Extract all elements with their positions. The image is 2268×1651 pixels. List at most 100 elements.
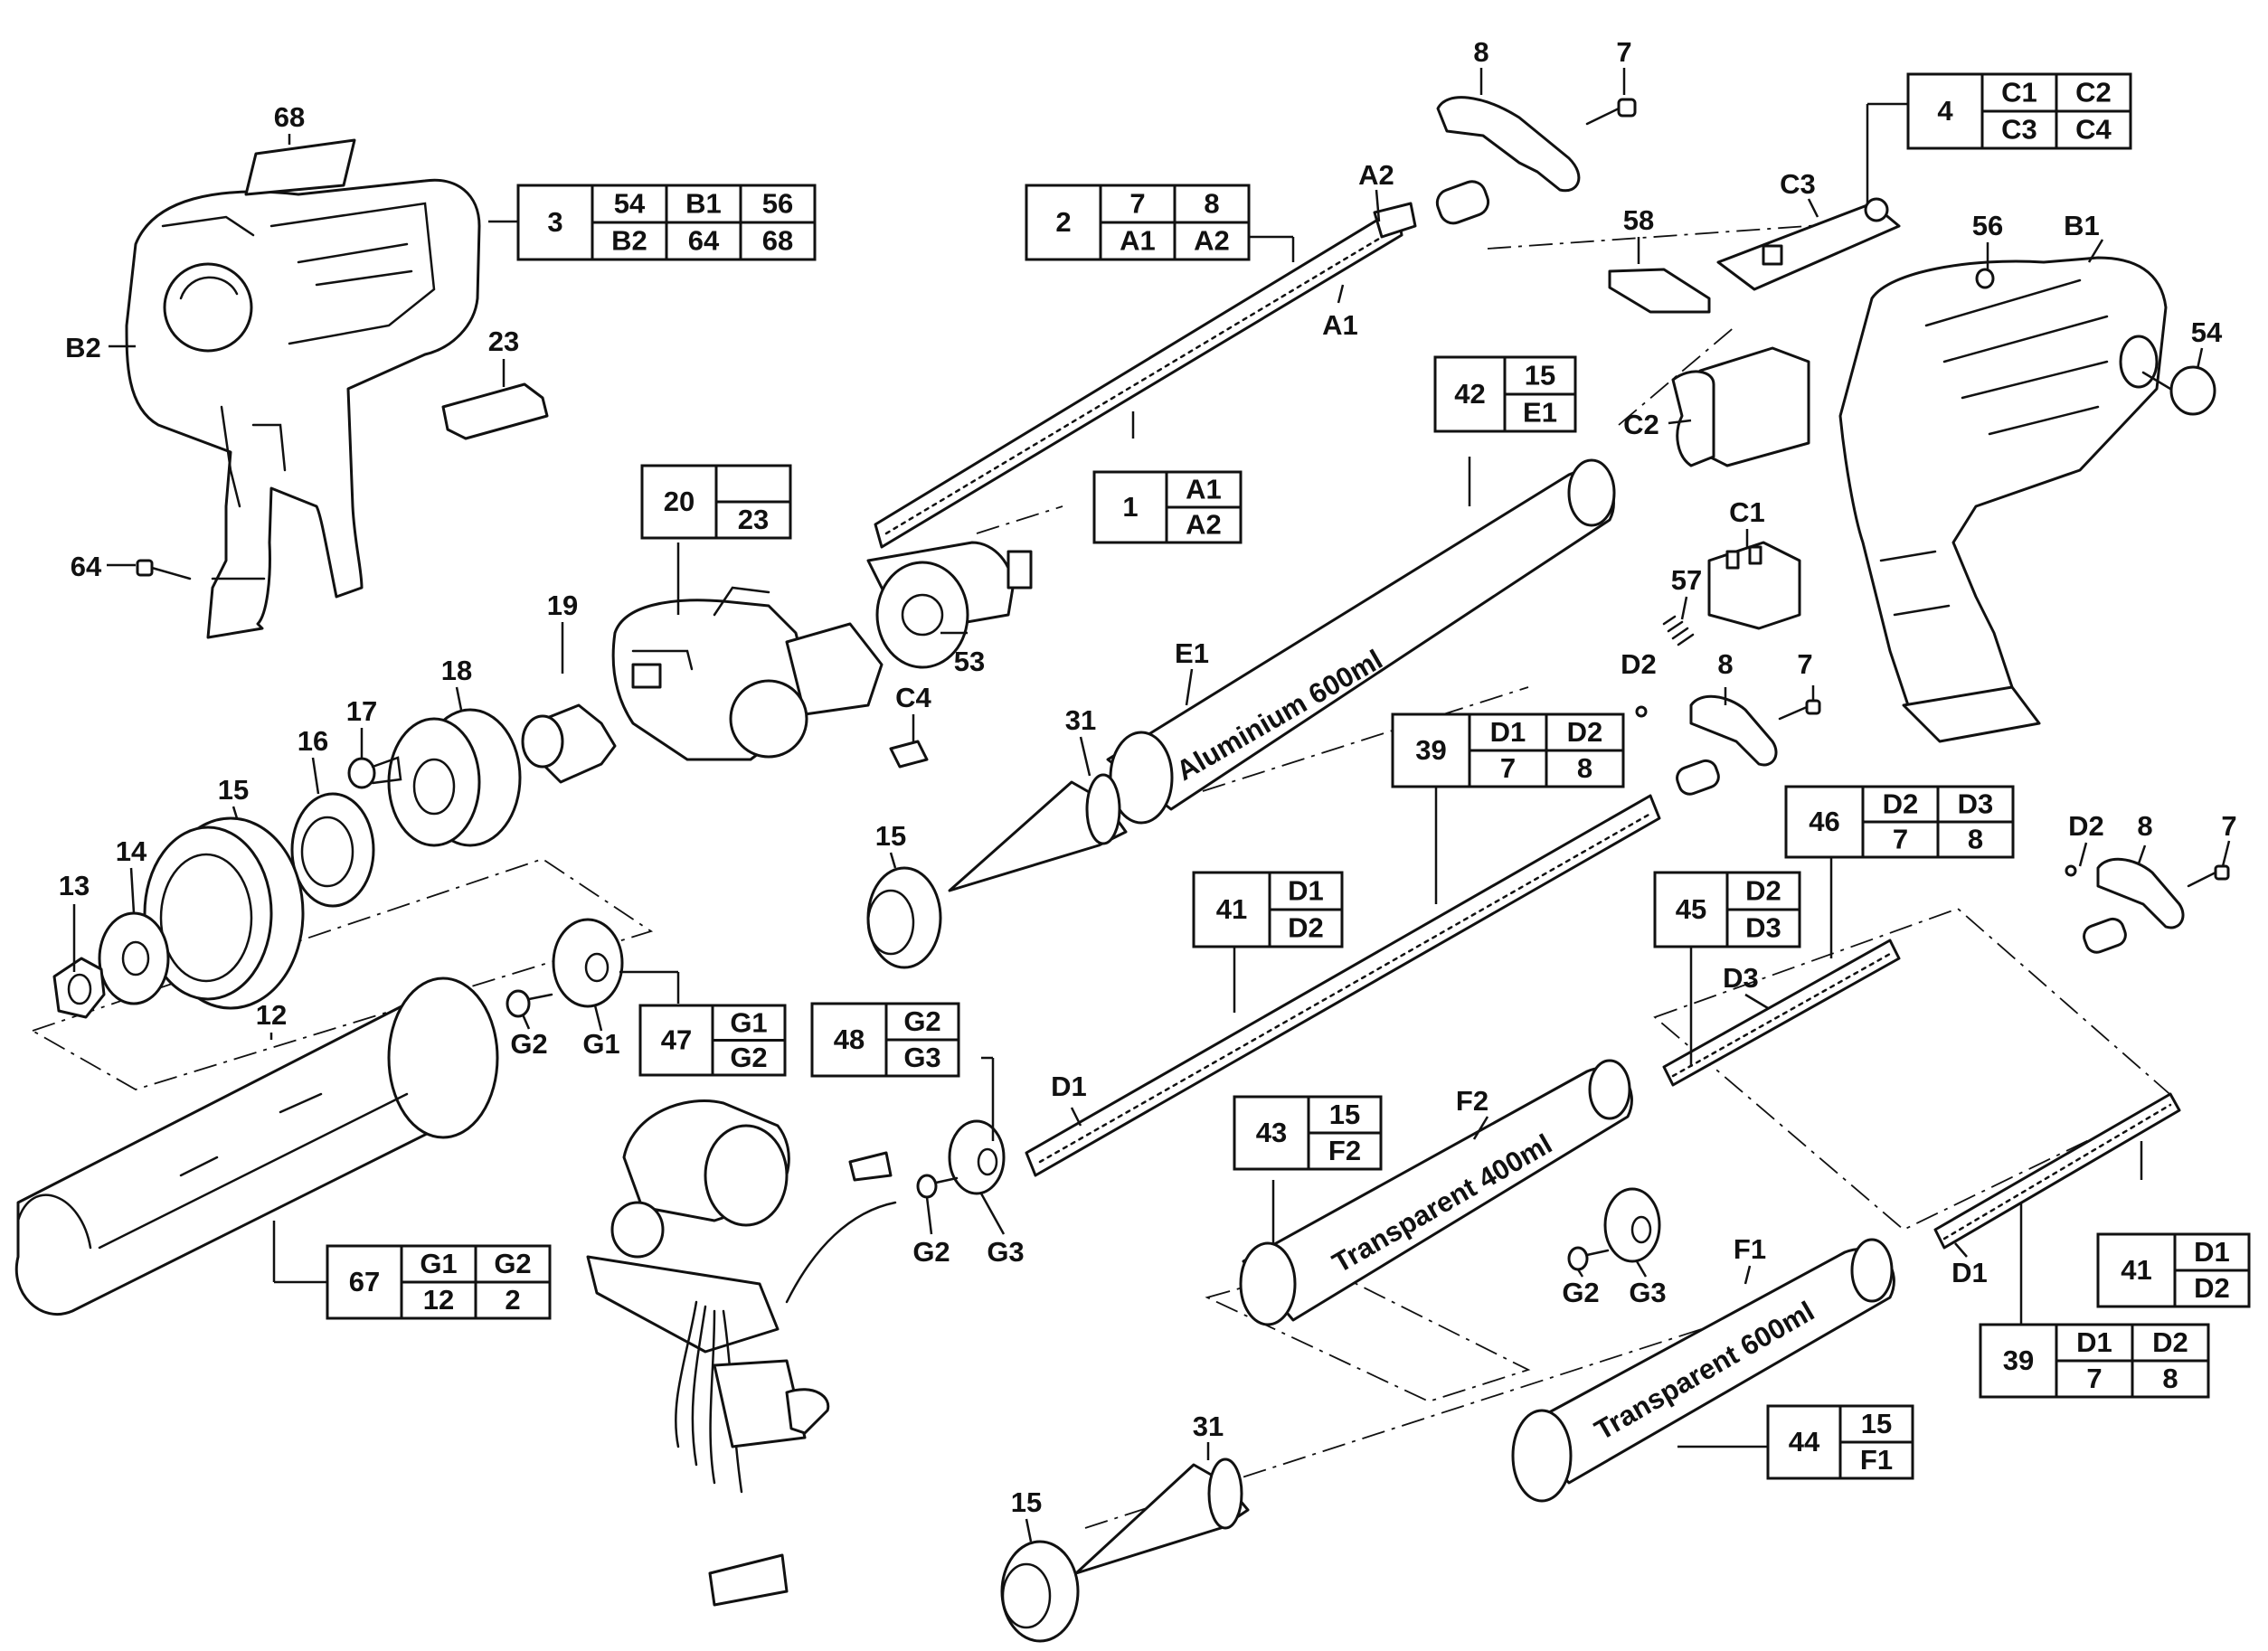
label-g3: G3 (1629, 1277, 1666, 1308)
label-31: 31 (1193, 1410, 1224, 1442)
callout-number: 42 (1454, 378, 1485, 410)
gearbox-20 (611, 586, 884, 761)
callout-cell: 23 (738, 504, 769, 535)
ring-18 (387, 708, 522, 847)
rack-d3 (1662, 939, 1901, 1087)
label-7: 7 (2221, 810, 2236, 842)
label-53: 53 (954, 646, 985, 677)
callout-cell: D3 (1958, 788, 1994, 820)
screw-7-mid (1778, 699, 1821, 721)
label-d1: D1 (1051, 1071, 1087, 1102)
bearing-16 (290, 792, 375, 908)
callout-cell: 54 (614, 188, 646, 220)
label-c2: C2 (1623, 409, 1659, 440)
callout-cell: D1 (2076, 1326, 2112, 1358)
ring-56 (1975, 268, 1995, 289)
label-c3: C3 (1780, 168, 1816, 200)
label-57: 57 (1671, 564, 1702, 596)
callout-number: 1 (1122, 491, 1138, 523)
label-8: 8 (1717, 648, 1733, 680)
plunger-g1 (552, 918, 624, 1008)
label-c4: C4 (895, 682, 931, 713)
handle-8-right (2083, 857, 2185, 954)
callout-cell: 68 (762, 225, 793, 257)
callout-cell: G1 (730, 1006, 767, 1038)
pin-d2-right (2065, 864, 2077, 877)
callout-number: 4 (1937, 95, 1953, 127)
callout-cell: F2 (1328, 1135, 1361, 1166)
handle-8-mid (1676, 694, 1778, 796)
callout-cell: B2 (611, 225, 647, 257)
spring-57 (1662, 615, 1695, 646)
callout-cell: 7 (2086, 1363, 2102, 1394)
pcb-c3 (1716, 197, 1901, 291)
screw-g2-lower (1567, 1246, 1610, 1271)
callout-cell: 7 (1129, 188, 1145, 220)
callout-cell: 64 (688, 225, 720, 257)
label-56: 56 (1972, 210, 2003, 241)
cap-15-large (143, 816, 305, 1010)
callout-cell: D2 (2194, 1272, 2230, 1304)
callout-cell: 7 (1500, 752, 1516, 784)
callout-cell: C1 (2001, 77, 2037, 108)
callout-cell: 8 (1204, 188, 1219, 220)
label-d2: D2 (1621, 648, 1657, 680)
label-7: 7 (1797, 648, 1812, 680)
label-64: 64 (71, 551, 102, 582)
rack-d1-right (1933, 1092, 2181, 1250)
label-58: 58 (1623, 204, 1654, 236)
adapter-19 (521, 703, 617, 784)
callout-number: 47 (661, 1024, 692, 1056)
label-18: 18 (441, 655, 472, 686)
callout-cell: G2 (903, 1005, 940, 1037)
callout-number: 41 (2121, 1254, 2151, 1286)
callout-cell: 15 (1861, 1408, 1892, 1439)
label-19: 19 (547, 590, 578, 621)
handle-8-top (1435, 96, 1581, 225)
callout-cell: 56 (762, 188, 793, 220)
label-17: 17 (346, 695, 377, 727)
label-plate-68 (244, 138, 356, 196)
switch-c2 (1671, 346, 1810, 467)
label-g3: G3 (987, 1236, 1024, 1268)
callout-number: 67 (349, 1266, 380, 1297)
callout-cell: D2 (1288, 912, 1324, 944)
label-g2: G2 (510, 1028, 547, 1060)
callout-number: 43 (1256, 1117, 1287, 1148)
label-13: 13 (59, 870, 90, 901)
label-d1: D1 (1951, 1257, 1988, 1288)
label-d2: D2 (2068, 810, 2104, 842)
screw-7-right (2187, 864, 2230, 888)
nut-13 (52, 957, 106, 1019)
label-7: 7 (1616, 36, 1631, 68)
callout-cell: D2 (1883, 788, 1919, 820)
callout-cell: D3 (1745, 912, 1781, 944)
callout-cell: B1 (685, 188, 722, 220)
wiring-assembly (586, 1099, 897, 1607)
callout-cell: G1 (420, 1248, 457, 1279)
callout-number: 48 (834, 1024, 865, 1055)
screw-64 (136, 559, 192, 580)
label-15: 15 (218, 774, 249, 806)
nozzle-31-upper (948, 773, 1128, 892)
callout-number: 20 (664, 486, 695, 517)
housing-half-b1 (1838, 256, 2168, 743)
label-g2: G2 (912, 1236, 950, 1268)
screw-g2-left (506, 989, 553, 1018)
callout-cell: C3 (2001, 114, 2037, 146)
label-68: 68 (274, 101, 305, 133)
label-14: 14 (116, 835, 147, 867)
label-8: 8 (1473, 36, 1488, 68)
screw-g2-mid (916, 1174, 959, 1199)
callout-cell: 2 (505, 1284, 520, 1316)
callout-number: 39 (2003, 1344, 2034, 1376)
callout-cell: 8 (1968, 824, 1983, 855)
callout-cell: G3 (903, 1042, 940, 1073)
